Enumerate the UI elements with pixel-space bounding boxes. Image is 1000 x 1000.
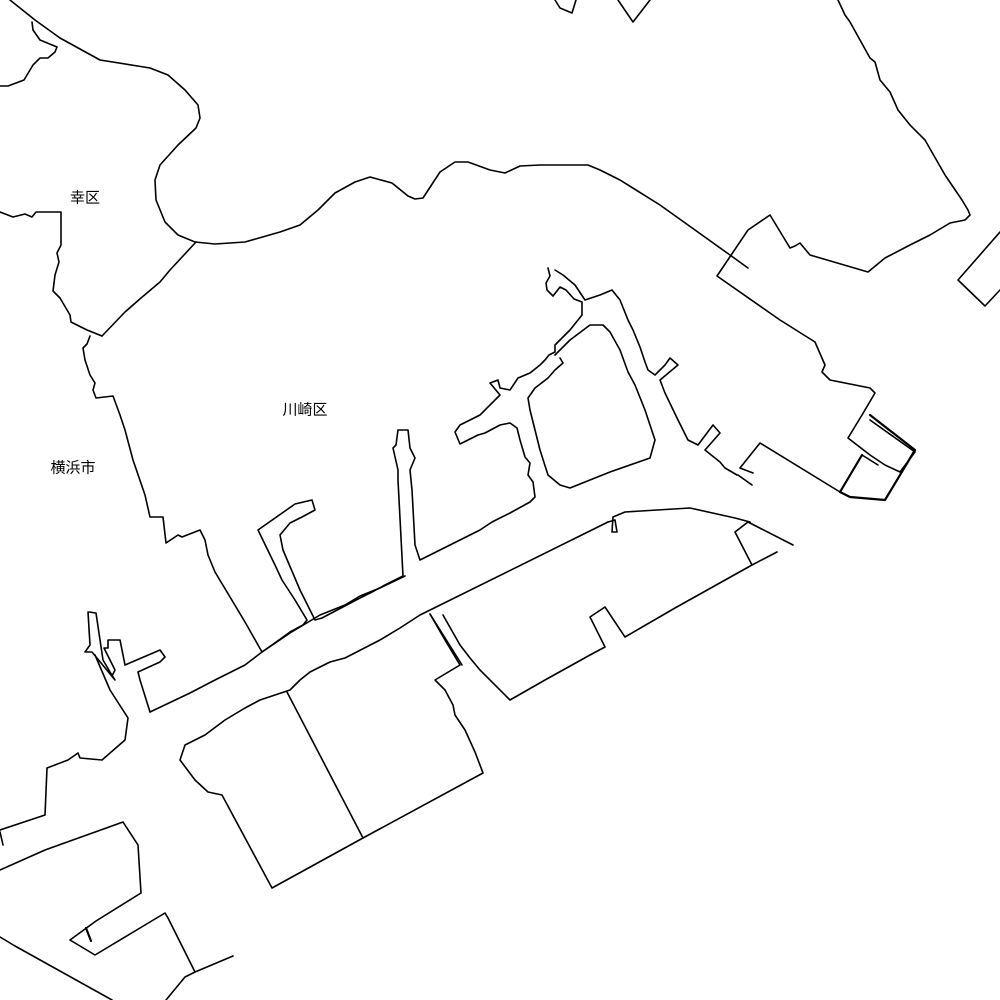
label-kawasaki-ward: 川崎区 [282, 400, 328, 419]
top-edge-fragment-1 [554, 0, 577, 14]
southwest-pier-mark [84, 926, 93, 943]
tama-river-boundary [9, 0, 749, 269]
northeast-inner-boundary [737, 442, 841, 493]
southwest-bottom-line [0, 936, 196, 1000]
northeast-pier-inner [861, 454, 879, 466]
central-north-pier [257, 267, 583, 653]
yokohama-kawasaki-boundary [82, 335, 263, 653]
central-block-divider [286, 691, 364, 839]
southeast-pier-top [607, 507, 751, 533]
label-yokohama-city: 横浜市 [50, 458, 96, 477]
saiwai-west-boundary [0, 211, 103, 337]
west-pier [84, 611, 166, 713]
yokohama-west-coast [0, 654, 129, 846]
central-main-channel [149, 521, 609, 889]
central-top-pier [554, 269, 738, 476]
northeast-pier-boundary [838, 413, 917, 502]
central-inner-block [527, 324, 656, 489]
southwest-pier-1 [0, 821, 234, 973]
northeast-coast-boundary [716, 0, 971, 473]
northeast-edge-boundary [957, 231, 1000, 307]
saiwai-north-boundary [0, 21, 58, 87]
top-edge-fragment-2 [617, 0, 651, 23]
saiwai-kawasaki-boundary [101, 241, 197, 337]
label-saiwai-ward: 幸区 [69, 188, 101, 207]
southeast-pier [442, 521, 794, 701]
central-channel-divider [429, 613, 463, 666]
